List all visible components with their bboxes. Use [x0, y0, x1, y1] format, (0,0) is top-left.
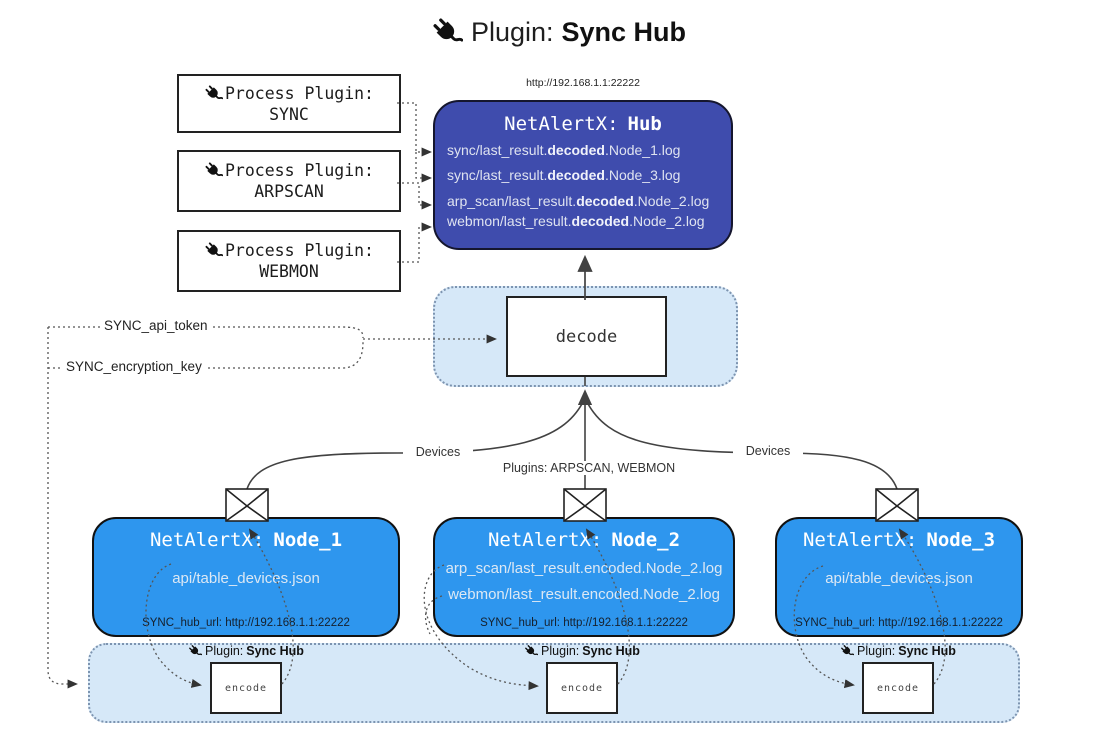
process-plugin-label: Process Plugin: [224, 83, 374, 103]
title-name: Sync Hub [561, 16, 687, 47]
process-plugin-name: ARPSCAN [254, 182, 324, 201]
edge-label-plugins: Plugins: ARPSCAN, WEBMON [492, 461, 686, 475]
encode-plugin-label: Plugin: Sync Hub [171, 644, 321, 658]
node-file-line: api/table_devices.json [172, 570, 320, 587]
hub-title-name: Hub [627, 113, 662, 135]
edge-label-devices-left: Devices [403, 445, 473, 459]
node-file-line: arp_scan/last_result.encoded.Node_2.log [445, 560, 723, 577]
sync-encryption-key-label: SYNC_encryption_key [63, 359, 205, 374]
node-footer: SYNC_hub_url: http://192.168.1.1:22222 [795, 617, 1003, 629]
plug-icon [840, 644, 854, 658]
plug-icon [204, 161, 223, 180]
process-plugin-box-webmon: Process Plugin: WEBMON [177, 230, 401, 292]
node-title: NetAlertX:Node_1 [149, 529, 343, 551]
diagram-title: Plugin: Sync Hub [0, 16, 1117, 48]
encode-box: encode [546, 662, 618, 714]
node-file-line: api/table_devices.json [825, 570, 973, 587]
hub-log-line: sync/last_result.decoded.Node_1.log [447, 142, 681, 158]
hub-log-line: arp_scan/last_result.decoded.Node_2.log [447, 193, 710, 209]
plug-icon [204, 84, 223, 103]
node-box-node-1: NetAlertX:Node_1 api/table_devices.json … [92, 517, 400, 637]
hub-title-label: NetAlertX: [504, 113, 619, 135]
node-box-node-2: NetAlertX:Node_2 arp_scan/last_result.en… [433, 517, 735, 637]
node-file-line: webmon/last_result.encoded.Node_2.log [448, 586, 720, 603]
process-plugin-label: Process Plugin: [224, 241, 374, 260]
plug-icon [431, 16, 463, 48]
node-title: NetAlertX:Node_3 [802, 529, 996, 551]
node-footer: SYNC_hub_url: http://192.168.1.1:22222 [480, 617, 688, 629]
process-plugin-box-sync: Process Plugin: SYNC [177, 74, 401, 133]
encode-box: encode [210, 662, 282, 714]
hub-title: NetAlertX: Hub [435, 113, 731, 135]
plug-icon [204, 241, 223, 260]
hub-url: http://192.168.1.1:22222 [526, 77, 640, 89]
process-plugin-name: WEBMON [259, 262, 319, 281]
node-title: NetAlertX:Node_2 [487, 529, 681, 551]
encode-box: encode [862, 662, 934, 714]
process-to-hub-connectors [397, 102, 432, 263]
plug-icon [524, 644, 538, 658]
hub-log-line: webmon/last_result.decoded.Node_2.log [447, 213, 705, 229]
title-label: Plugin: [470, 16, 554, 47]
encode-plugin-label: Plugin: Sync Hub [507, 644, 657, 658]
process-plugin-box-arpscan: Process Plugin: ARPSCAN [177, 150, 401, 212]
encode-plugin-label: Plugin: Sync Hub [823, 644, 973, 658]
process-plugin-label: Process Plugin: [224, 161, 374, 180]
sync-api-token-label: SYNC_api_token [101, 318, 211, 333]
plug-icon [188, 644, 202, 658]
node-box-node-3: NetAlertX:Node_3 api/table_devices.json … [775, 517, 1023, 637]
hub-box: NetAlertX: Hub sync/last_result.decoded.N… [433, 100, 733, 250]
decode-box: decode [506, 296, 667, 377]
edge-label-devices-right: Devices [733, 444, 803, 458]
process-plugin-name: SYNC [269, 104, 309, 124]
node-footer: SYNC_hub_url: http://192.168.1.1:22222 [142, 617, 350, 629]
hub-log-line: sync/last_result.decoded.Node_3.log [447, 167, 681, 183]
